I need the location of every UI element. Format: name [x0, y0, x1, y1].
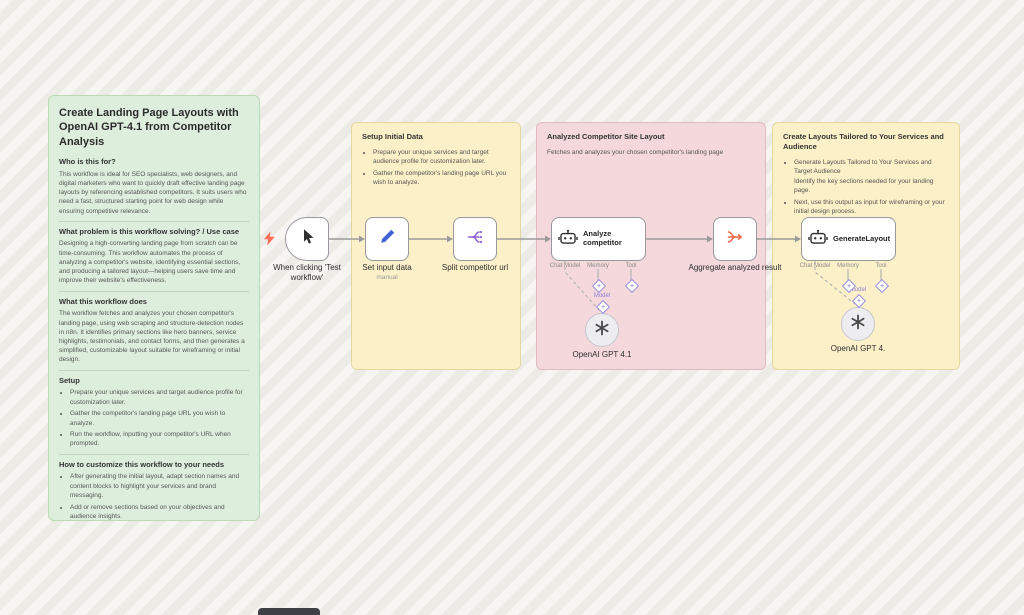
divider	[59, 369, 249, 371]
note-heading: Who is this for?	[59, 156, 116, 166]
note-heading: How to customize this workflow to your n…	[59, 459, 225, 469]
note-section: What this workflow does The workflow fet…	[59, 297, 249, 365]
node-label-set-input: Set input data	[362, 263, 412, 272]
port-label-memory: Memory	[837, 263, 859, 269]
note-bullet: Prepare your unique services and target …	[70, 388, 249, 406]
node-label-generate: GenerateLayout	[833, 233, 891, 243]
note-bullet: Run the workflow, inputting your competi…	[70, 430, 249, 448]
note-body: Designing a high-converting landing page…	[59, 240, 241, 285]
openai-icon	[850, 314, 866, 335]
note-bullet: Gather the competitor's landing page URL…	[373, 169, 510, 187]
note-bullet: After generating the initial layout, ada…	[70, 472, 249, 500]
aggregate-icon	[726, 228, 744, 251]
note-bullet-list: Generate Layouts Tailored to Your Servic…	[783, 158, 949, 216]
note-title: Create Landing Page Layouts with OpenAI …	[59, 107, 239, 148]
note-heading: What problem is this workflow solving? /…	[59, 226, 240, 236]
note-section: How to customize this workflow to your n…	[59, 459, 249, 520]
note-bullet: Prepare your unique services and target …	[373, 148, 510, 166]
bottom-panel-handle[interactable]	[258, 608, 320, 615]
note-heading: What this workflow does	[59, 296, 147, 306]
node-openai-gpt-41[interactable]	[585, 313, 619, 347]
node-aggregate-result[interactable]	[713, 217, 757, 261]
divider	[59, 220, 249, 222]
model-port-label: Model	[849, 287, 867, 293]
note-title: Setup Initial Data	[362, 132, 423, 141]
note-bullet: Gather the competitor's landing page URL…	[70, 409, 249, 427]
port-label-chat-model: Chat Model	[799, 263, 831, 269]
node-label-openai-gpt-41: OpenAI GPT 4.1	[572, 350, 632, 359]
pencil-icon	[379, 228, 396, 250]
note-body: This workflow is ideal for SEO specialis…	[59, 170, 247, 215]
note-bullet: Next, use this output as input for wiref…	[794, 198, 949, 216]
node-generate-layout[interactable]: GenerateLayout	[801, 217, 896, 261]
node-label-trigger: When clicking 'Test workflow'	[273, 263, 341, 282]
port-label-tool: Tool	[875, 263, 887, 269]
note-body: Fetches and analyzes your chosen competi…	[547, 149, 724, 157]
node-manual-trigger[interactable]	[285, 217, 329, 261]
port-label-tool: Tool	[625, 263, 637, 269]
execute-zap-icon	[263, 231, 276, 251]
note-body: The workflow fetches and analyzes your c…	[59, 310, 245, 364]
sticky-note-overview[interactable]: Create Landing Page Layouts with OpenAI …	[48, 95, 260, 521]
robot-icon	[808, 229, 828, 250]
port-label-memory: Memory	[587, 263, 609, 269]
model-port-label: Model	[593, 293, 611, 299]
divider	[59, 290, 249, 292]
divider	[59, 453, 249, 455]
node-label-aggregate: Aggregate analyzed result	[688, 263, 782, 272]
port-label-chat-model: Chat Model	[549, 263, 581, 269]
cursor-icon	[299, 228, 316, 250]
note-heading: Setup	[59, 375, 80, 385]
note-section: Who is this for? This workflow is ideal …	[59, 157, 249, 216]
note-bullet-list: Prepare your unique services and target …	[59, 388, 249, 448]
note-section: Setup Prepare your unique services and t…	[59, 376, 249, 449]
node-label-split-url: Split competitor url	[441, 263, 509, 272]
node-analyze-competitor[interactable]: Analyze competitor	[551, 217, 646, 261]
robot-icon	[558, 229, 578, 250]
note-bullet: Add or remove sections based on your obj…	[70, 503, 249, 520]
note-section: What problem is this workflow solving? /…	[59, 227, 249, 286]
note-title: Create Layouts Tailored to Your Services…	[783, 132, 944, 152]
openai-icon	[594, 320, 610, 341]
split-icon	[466, 228, 484, 251]
note-title: Analyzed Competitor Site Layout	[547, 132, 665, 141]
node-openai-gpt-4[interactable]	[841, 307, 875, 341]
node-sublabel-set-input: manual	[376, 274, 398, 281]
node-set-input-data[interactable]	[365, 217, 409, 261]
node-split-competitor-url[interactable]	[453, 217, 497, 261]
note-bullet: Generate Layouts Tailored to Your Servic…	[794, 158, 949, 195]
note-bullet-list: After generating the initial layout, ada…	[59, 472, 249, 520]
node-label-openai-gpt-4: OpenAI GPT 4.	[830, 344, 886, 353]
note-bullet-list: Prepare your unique services and target …	[362, 148, 510, 187]
node-label-analyze: Analyze competitor	[583, 229, 622, 247]
